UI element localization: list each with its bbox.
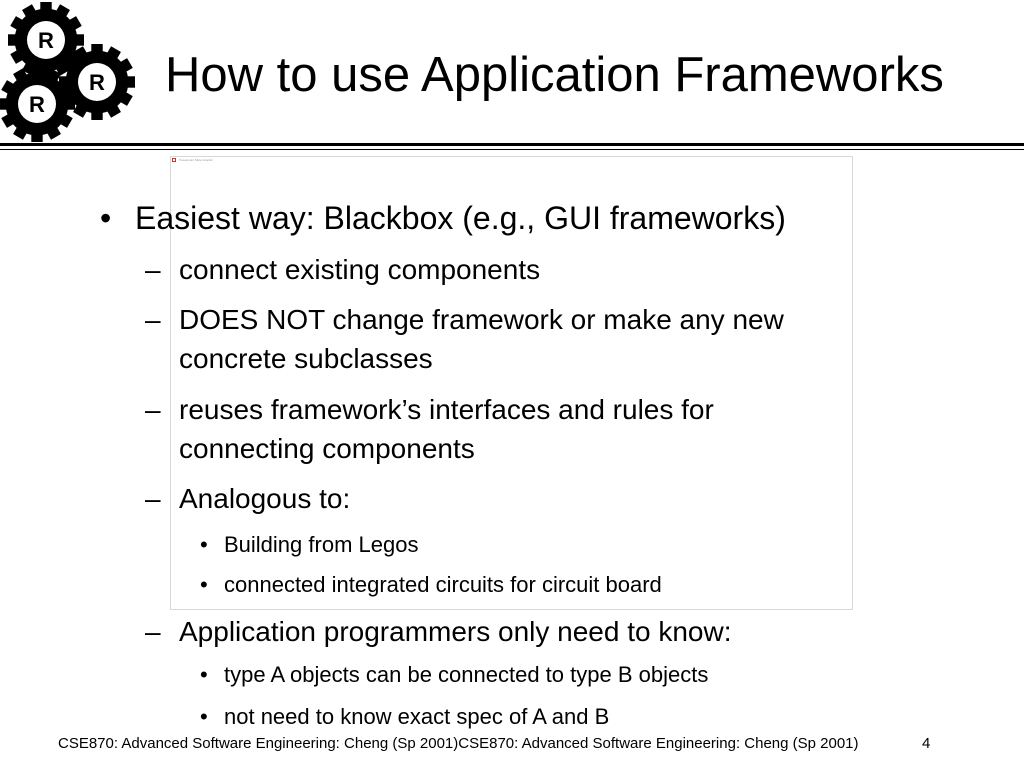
dash-marker: –: [145, 254, 161, 285]
subsub-legos: Building from Legos: [224, 532, 419, 557]
slide-title: How to use Application Frameworks: [165, 48, 944, 102]
bullet-marker: •: [200, 704, 208, 729]
dash-marker: –: [145, 394, 161, 425]
gear-icon-top: R: [7, 1, 84, 78]
dash-marker: –: [145, 616, 161, 647]
gears-logo: R R R: [0, 1, 135, 142]
sub-does-not-change-line2: concrete subclasses: [179, 343, 433, 374]
gear-letter-right: R: [89, 70, 105, 95]
title-rule-thick: [0, 143, 1024, 146]
gear-letter-top: R: [38, 28, 54, 53]
sub-reuses-line1: reuses framework’s interfaces and rules …: [179, 394, 714, 425]
gear-icon-right: R: [59, 44, 135, 120]
title-rule-thin: [0, 149, 1024, 150]
sub-reuses-line2: connecting components: [179, 433, 475, 464]
sub-does-not-change-line1: DOES NOT change framework or make any ne…: [179, 304, 784, 335]
bullet-marker: •: [200, 532, 208, 557]
subsub-exact-spec: not need to know exact spec of A and B: [224, 704, 610, 729]
sub-application-programmers: Application programmers only need to kno…: [179, 616, 732, 647]
sub-analogous-to: Analogous to:: [179, 483, 351, 514]
page-number: 4: [922, 735, 931, 752]
bullet-marker: •: [200, 662, 208, 687]
dash-marker: –: [145, 304, 161, 335]
sub-connect-components: connect existing components: [179, 254, 541, 285]
subsub-type-a-b: type A objects can be connected to type …: [224, 662, 709, 687]
embedded-object-frame[interactable]: Powerpoint Slide Graphic: [170, 156, 853, 610]
gear-icon-bottom: R: [0, 66, 75, 142]
embedded-object-icon: [172, 158, 176, 162]
gear-letter-bottom: R: [29, 92, 45, 117]
bullet-easiest-way: Easiest way: Blackbox (e.g., GUI framewo…: [135, 200, 786, 236]
bullet-marker: •: [200, 572, 208, 597]
bullet-marker: •: [100, 200, 112, 236]
embedded-object-caption: Powerpoint Slide Graphic: [179, 158, 213, 162]
slide-footer: CSE870: Advanced Software Engineering: C…: [58, 735, 859, 752]
subsub-circuits: connected integrated circuits for circui…: [224, 572, 662, 597]
dash-marker: –: [145, 483, 161, 514]
